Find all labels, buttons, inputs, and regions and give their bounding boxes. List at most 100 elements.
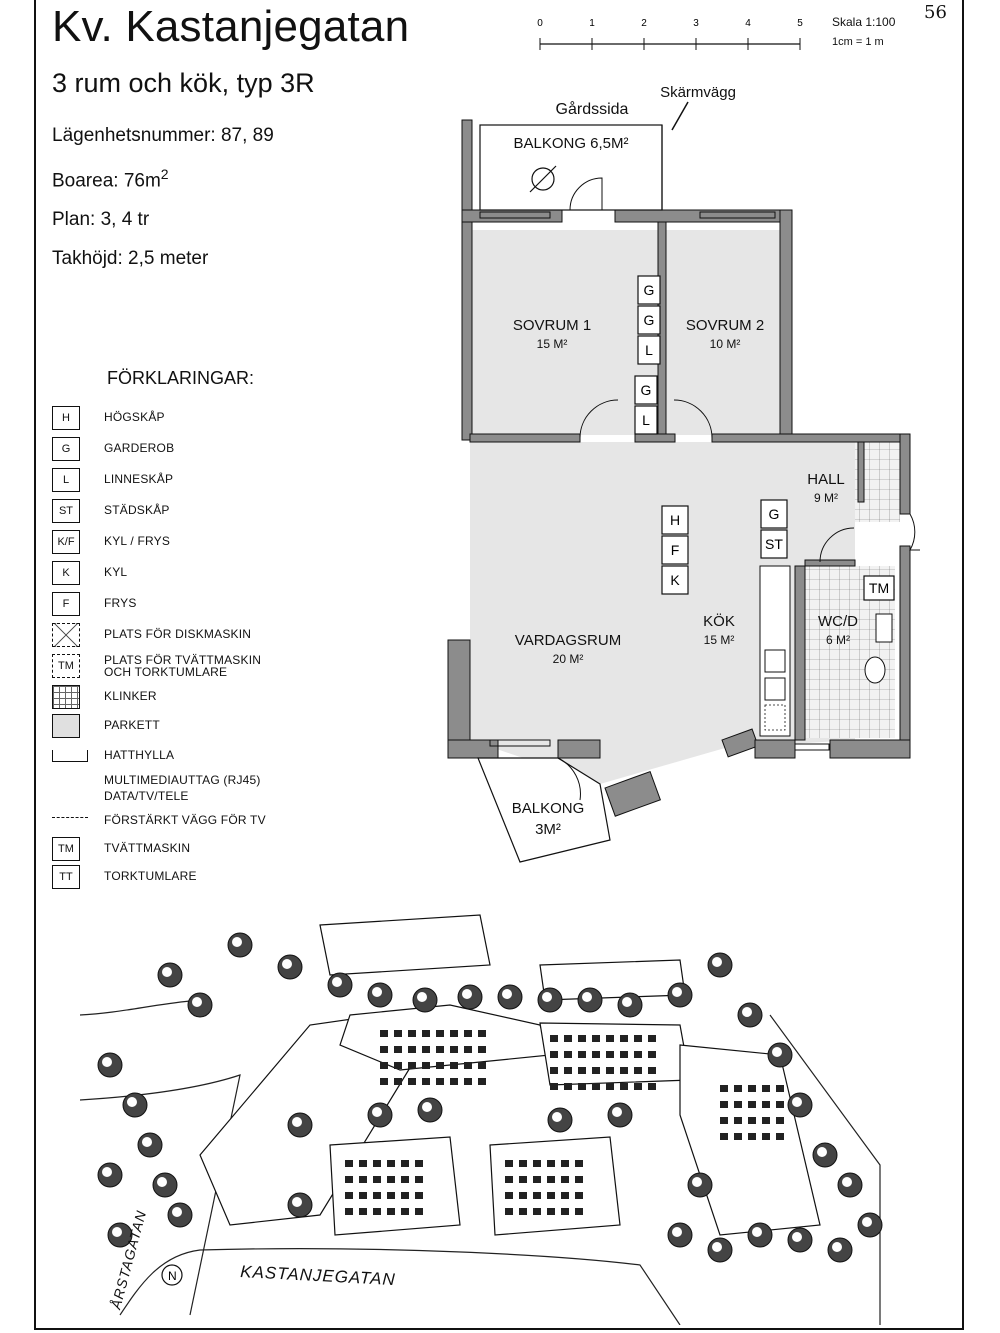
facade-window bbox=[478, 1046, 486, 1053]
facade-window bbox=[394, 1062, 402, 1069]
tree-highlight bbox=[582, 992, 592, 1002]
facade-window bbox=[401, 1160, 409, 1167]
facade-window bbox=[436, 1046, 444, 1053]
legend-label-line: HÖGSKÅP bbox=[104, 410, 165, 424]
balcony-door-swing bbox=[569, 177, 603, 211]
legend-symbol: K/F bbox=[52, 530, 80, 554]
facade-window bbox=[648, 1035, 656, 1042]
tree-highlight bbox=[162, 967, 172, 977]
legend-symbol bbox=[52, 817, 88, 819]
facade-window bbox=[359, 1208, 367, 1215]
facade-window bbox=[762, 1117, 770, 1124]
door-bedroom1 bbox=[579, 399, 619, 439]
legend-label: LINNESKÅP bbox=[104, 473, 173, 485]
facade-window bbox=[561, 1208, 569, 1215]
road-east bbox=[769, 1014, 881, 1325]
facade-window bbox=[359, 1160, 367, 1167]
facade-window bbox=[436, 1030, 444, 1037]
facade-window bbox=[505, 1160, 513, 1167]
tree-highlight bbox=[372, 1107, 382, 1117]
tree-highlight bbox=[672, 1227, 682, 1237]
tree-highlight bbox=[552, 1112, 562, 1122]
drain-icon-line bbox=[529, 165, 557, 193]
facade-window bbox=[564, 1035, 572, 1042]
legend-item: HATTHYLLA bbox=[52, 744, 302, 770]
cabinet-box bbox=[661, 505, 689, 535]
label-balcony-bottom-area: 3M² bbox=[535, 821, 561, 838]
facade-window bbox=[592, 1035, 600, 1042]
building-south-b bbox=[489, 1136, 621, 1236]
legend-item: PLATS FÖR DISKMASKIN bbox=[52, 623, 302, 649]
facade-window bbox=[436, 1062, 444, 1069]
tree-highlight bbox=[332, 977, 342, 987]
tree-highlight bbox=[672, 987, 682, 997]
cabinet-box bbox=[661, 565, 689, 595]
stove-icon bbox=[764, 649, 786, 673]
facade-window bbox=[408, 1062, 416, 1069]
facade-window bbox=[345, 1208, 353, 1215]
wall-hall-tile-edge bbox=[857, 441, 865, 503]
facade-window bbox=[720, 1101, 728, 1108]
facade-window bbox=[408, 1030, 416, 1037]
facade-window bbox=[592, 1083, 600, 1090]
legend-symbol bbox=[52, 623, 80, 647]
road-arstagatan bbox=[80, 1074, 241, 1316]
legend-label-line: KYL bbox=[104, 565, 128, 579]
facade-window bbox=[415, 1192, 423, 1199]
facade-window bbox=[533, 1176, 541, 1183]
legend-label-line: TVÄTTMASKIN bbox=[104, 841, 191, 855]
facade-window bbox=[380, 1030, 388, 1037]
legend-label-line: PARKETT bbox=[104, 718, 160, 732]
legend-label-line: OCH TORKTUMLARE bbox=[104, 665, 228, 679]
legend-label-line: TORKTUMLARE bbox=[104, 869, 197, 883]
label-kitchen-area: 15 M² bbox=[704, 633, 735, 647]
north-arrow-icon bbox=[161, 1264, 183, 1286]
legend-item: KLINKER bbox=[52, 685, 302, 711]
toilet-icon bbox=[864, 656, 886, 684]
legend-symbol bbox=[52, 750, 88, 762]
building-north-b bbox=[539, 1022, 691, 1086]
facade-window bbox=[533, 1192, 541, 1199]
legend-label: HÖGSKÅP bbox=[104, 411, 165, 423]
legend-symbol: G bbox=[52, 437, 80, 461]
facade-window bbox=[748, 1133, 756, 1140]
facade-window bbox=[373, 1208, 381, 1215]
door-bedroom2 bbox=[673, 399, 713, 439]
scale-tick-label: 2 bbox=[641, 18, 647, 29]
facade-window bbox=[380, 1078, 388, 1085]
facade-window bbox=[734, 1117, 742, 1124]
legend-label: FRYS bbox=[104, 597, 137, 609]
facade-window bbox=[634, 1067, 642, 1074]
tree-highlight bbox=[712, 957, 722, 967]
label-screen-wall: Skärmvägg bbox=[660, 84, 736, 101]
apartment-numbers: Lägenhetsnummer: 87, 89 bbox=[52, 125, 274, 146]
facade-window bbox=[380, 1046, 388, 1053]
tree-highlight bbox=[712, 1242, 722, 1252]
tree-highlight bbox=[232, 937, 242, 947]
facade-window bbox=[519, 1192, 527, 1199]
legend-label-line: FÖRSTÄRKT VÄGG FÖR TV bbox=[104, 813, 266, 827]
cabinet-box bbox=[634, 405, 658, 435]
cabinet-label: G bbox=[641, 382, 652, 398]
facade-window bbox=[776, 1085, 784, 1092]
facade-window bbox=[422, 1046, 430, 1053]
label-bedroom2-area: 10 M² bbox=[710, 337, 741, 351]
wash-basin-icon bbox=[875, 613, 893, 643]
facade-window bbox=[592, 1051, 600, 1058]
facade-window bbox=[401, 1192, 409, 1199]
legend-symbol bbox=[52, 714, 80, 738]
scale-tick-label: 3 bbox=[693, 18, 699, 29]
tree-highlight bbox=[832, 1242, 842, 1252]
facade-window bbox=[415, 1176, 423, 1183]
facade-window bbox=[505, 1192, 513, 1199]
label-balcony-bottom: BALKONG bbox=[512, 800, 585, 817]
scale-tick-label: 5 bbox=[797, 18, 803, 29]
facade-window bbox=[762, 1101, 770, 1108]
label-wc-area: 6 M² bbox=[826, 633, 850, 647]
facade-window bbox=[519, 1208, 527, 1215]
wall-bedroom2-east bbox=[779, 209, 793, 441]
